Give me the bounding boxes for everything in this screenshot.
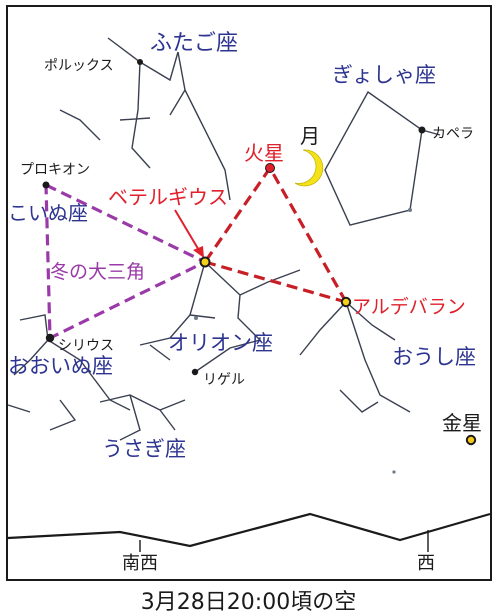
- label-mars: 火星: [244, 141, 284, 165]
- canis-major-lines-3: [19, 314, 49, 341]
- faint-star: [408, 208, 412, 212]
- aldebaran-star: [340, 296, 352, 308]
- mars-planet: [265, 163, 275, 173]
- chart-caption: 3月28日20:00頃の空: [140, 590, 357, 615]
- label-aldebaran: アルデバラン: [352, 296, 466, 318]
- label-moon: 月: [300, 124, 320, 148]
- label-rigel: リゲル: [203, 372, 245, 388]
- mars-betelgeuse-line: [203, 167, 272, 263]
- faint-stars: [194, 208, 412, 474]
- label-winter-triangle: 冬の大三角: [50, 261, 145, 283]
- procyon-star: [42, 181, 50, 189]
- pollux-star: [137, 59, 143, 65]
- label-gemini: ふたご座: [150, 31, 238, 56]
- red-dashed-lines: [203, 167, 348, 304]
- gemini-lines: [107, 37, 179, 82]
- gemini-lines-4: [169, 89, 186, 116]
- orion-lines-5: [149, 344, 171, 361]
- label-procyon: プロキオン: [20, 162, 90, 178]
- label-capella: カペラ: [432, 126, 474, 142]
- label-venus: 金星: [442, 411, 482, 435]
- auriga-lines: [324, 90, 423, 226]
- capella-star: [418, 126, 426, 134]
- canis-major-lines-5: [7, 404, 31, 413]
- winter-triangle: [44, 182, 209, 341]
- orion-lines: [194, 261, 262, 373]
- taurus-lines-4: [339, 389, 379, 413]
- orion-lines-2: [139, 261, 206, 346]
- venus-planet: [465, 434, 477, 446]
- label-taurus: おうし座: [392, 345, 476, 369]
- canis-major-lines: [13, 339, 49, 376]
- taurus-lines-3: [345, 301, 396, 341]
- faint-star: [392, 470, 396, 474]
- lepus-lines: [99, 394, 186, 411]
- label-direction-southwest: 南西: [122, 553, 158, 574]
- label-auriga: ぎょしゃ座: [332, 63, 436, 87]
- label-lepus: うさぎ座: [102, 437, 186, 461]
- orion-lines-3: [189, 314, 216, 319]
- betelgeuse-arrow: [174, 209, 204, 258]
- lepus-lines-2: [119, 394, 141, 441]
- label-direction-west: 西: [417, 553, 435, 574]
- betelgeuse-star: [199, 256, 211, 268]
- moon-crescent: [294, 149, 324, 187]
- lepus-lines-3: [159, 409, 176, 431]
- gemini-lines-5: [59, 109, 101, 141]
- sky-chart-frame: [6, 5, 492, 581]
- label-betelgeuse: ベテルギウス: [108, 185, 228, 209]
- label-sirius: シリウス: [58, 338, 114, 354]
- taurus-lines-2: [299, 301, 347, 356]
- constellation-lines: [7, 37, 441, 441]
- canis-major-lines-2: [47, 339, 131, 411]
- betelgeuse-aldebaran-line: [204, 260, 347, 304]
- label-pollux: ポルックス: [44, 58, 114, 74]
- label-canis-minor: こいぬ座: [8, 201, 88, 225]
- taurus-lines: [345, 301, 411, 413]
- canis-major-lines-4: [49, 399, 77, 431]
- faint-star: [194, 316, 198, 320]
- horizon-line: [7, 512, 491, 548]
- gemini-lines-6: [119, 117, 151, 121]
- gemini-lines-2: [131, 61, 151, 169]
- rigel-star: [191, 368, 199, 376]
- orion-lines-4: [239, 269, 301, 296]
- aldebaran-mars-line: [268, 167, 348, 303]
- sirius-star: [45, 333, 55, 343]
- label-orion: オリオン座: [168, 331, 273, 355]
- label-canis-major: おおいぬ座: [8, 354, 113, 378]
- gemini-lines-3: [177, 51, 231, 201]
